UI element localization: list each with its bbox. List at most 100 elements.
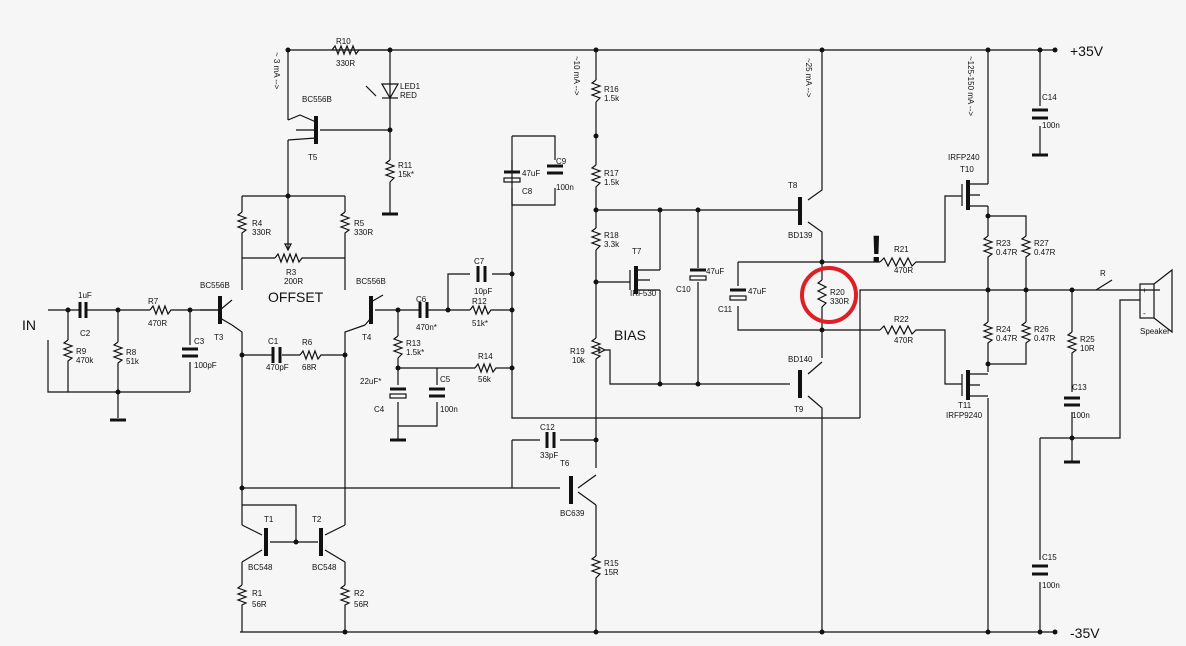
label-capacitors-c14-value: 100n bbox=[1042, 121, 1060, 130]
capacitor-c8 bbox=[503, 170, 521, 183]
label-resistors-r16-name: R16 bbox=[604, 85, 619, 94]
label-transistors-t8-name: T8 bbox=[788, 181, 798, 190]
label-resistors-r11-name: R11 bbox=[398, 161, 413, 170]
label-capacitors-c10-name: C10 bbox=[676, 285, 691, 294]
label-resistors-r2-name: R2 bbox=[354, 589, 365, 598]
label-resistors-r1-name: R1 bbox=[252, 589, 263, 598]
label-resistors-r26-value: 0.47R bbox=[1034, 334, 1056, 343]
label-resistors-r18-value: 3.3k bbox=[604, 240, 620, 249]
input-label: IN bbox=[22, 317, 36, 333]
resistor-r11 bbox=[384, 159, 396, 183]
resistor-r18 bbox=[590, 227, 602, 251]
current-output: ~125-150 mA --> bbox=[966, 56, 975, 116]
warning-mark: ! bbox=[870, 229, 883, 271]
resistor-r19 bbox=[590, 337, 602, 362]
label-resistors-r6-value: 68R bbox=[302, 363, 317, 372]
label-capacitors-c9-name: C9 bbox=[556, 157, 567, 166]
label-resistors-r14-value: 56k bbox=[478, 375, 492, 384]
label-capacitors-c6-name: C6 bbox=[416, 295, 427, 304]
resistor-r7 bbox=[149, 304, 172, 316]
capacitor-c2 bbox=[70, 302, 95, 318]
label-resistors-r7-name: R7 bbox=[148, 297, 159, 306]
resistor-r21 bbox=[879, 256, 920, 268]
label-transistors-t2-part: BC548 bbox=[312, 563, 337, 572]
label-resistors-r21-name: R21 bbox=[894, 245, 909, 254]
resistor-r6 bbox=[299, 349, 322, 361]
label-resistors-r24-name: R24 bbox=[996, 325, 1011, 334]
label-resistors-r15-value: 15R bbox=[604, 568, 619, 577]
resistor-r2 bbox=[339, 584, 351, 608]
label-capacitors-c5-name: C5 bbox=[440, 375, 451, 384]
label-resistors-r17-name: R17 bbox=[604, 169, 619, 178]
label-capacitors-c6-value: 470n* bbox=[416, 323, 437, 332]
resistor-r24 bbox=[982, 321, 994, 344]
label-led-name: LED1 bbox=[400, 82, 421, 91]
label-resistors-r3-value: 200R bbox=[284, 277, 303, 286]
label-resistors-r13-value: 1.5k* bbox=[406, 348, 424, 357]
label-transistors-t6-name: T6 bbox=[560, 459, 570, 468]
junctions bbox=[65, 47, 1075, 635]
label-transistors-t8-part: BD139 bbox=[788, 231, 813, 240]
label-transistors-t7-part: IRF530 bbox=[630, 289, 657, 298]
resistor-r22 bbox=[879, 324, 920, 336]
transistor-t11 bbox=[961, 370, 988, 400]
resistor-r8 bbox=[112, 341, 124, 364]
resistor-r25 bbox=[1066, 331, 1078, 354]
label-capacitors-c11-value: 47uF bbox=[748, 287, 766, 296]
label-capacitors-c14-name: C14 bbox=[1042, 93, 1057, 102]
speaker-icon bbox=[1139, 268, 1173, 334]
resistor-r13 bbox=[392, 335, 404, 359]
label-resistors-r23-value: 0.47R bbox=[996, 248, 1018, 257]
transistor-t7 bbox=[629, 266, 660, 294]
ground-symbols bbox=[110, 153, 1080, 464]
label-resistors-r2-value: 56R bbox=[354, 600, 369, 609]
label-capacitors-c2-value: 1uF bbox=[78, 291, 92, 300]
label-resistors-r10-value: 330R bbox=[336, 59, 355, 68]
resistor-r4 bbox=[236, 211, 248, 240]
resistor-r17 bbox=[590, 164, 602, 188]
resistor-r20 bbox=[816, 279, 828, 312]
label-resistors-r12-name: R12 bbox=[472, 297, 487, 306]
label-transistors-t11-name: T11 bbox=[958, 401, 972, 410]
positive-rail-label: +35V bbox=[1070, 43, 1104, 59]
label-resistors-r16-value: 1.5k bbox=[604, 94, 620, 103]
resistor-r14 bbox=[474, 362, 497, 374]
resistor-r5 bbox=[339, 211, 351, 240]
label-resistors-r9-value: 470k bbox=[76, 356, 94, 365]
offset-label: OFFSET bbox=[268, 289, 324, 305]
label-capacitors-c9-value: 100n bbox=[556, 183, 574, 192]
label-resistors-r18-name: R18 bbox=[604, 231, 619, 240]
transistor-t10 bbox=[961, 180, 989, 212]
label-resistors-r15-name: R15 bbox=[604, 559, 619, 568]
capacitor-c9 bbox=[547, 164, 563, 175]
resistors bbox=[62, 44, 1078, 608]
capacitor-c11 bbox=[729, 288, 747, 301]
label-resistors-r3-name: R3 bbox=[286, 268, 297, 277]
label-capacitors-c10-value: 47uF bbox=[706, 267, 724, 276]
resistor-r9 bbox=[62, 339, 74, 362]
capacitor-c6 bbox=[412, 302, 435, 318]
resistor-r26 bbox=[1020, 321, 1032, 344]
resistor-r27 bbox=[1020, 235, 1032, 258]
current-vas: ~10 mA --> bbox=[572, 56, 581, 96]
current-annotations: ~ 3 mA --> ~10 mA --> ~25 mA --> ~125-15… bbox=[272, 52, 975, 116]
label-capacitors-c15-value: 100n bbox=[1042, 581, 1060, 590]
resistor-r12 bbox=[469, 304, 492, 316]
label-capacitors-c12-name: C12 bbox=[540, 423, 555, 432]
capacitor-c10 bbox=[689, 268, 707, 281]
capacitor-c4 bbox=[389, 387, 407, 399]
transistors bbox=[200, 114, 989, 556]
capacitor-c1 bbox=[271, 347, 282, 363]
label-capacitors-c8-value: 47uF bbox=[522, 169, 540, 178]
label-transistors-t3-name: T3 bbox=[214, 333, 224, 342]
label-capacitors-c4-value: 22uF* bbox=[360, 377, 381, 386]
resistor-r10 bbox=[331, 44, 367, 56]
label-resistors-r25-name: R25 bbox=[1080, 335, 1095, 344]
label-transistors-t5-part: BC556B bbox=[302, 95, 332, 104]
label-speaker-minus: - bbox=[1143, 309, 1146, 318]
label-resistors-r5-name: R5 bbox=[354, 219, 365, 228]
capacitor-c13 bbox=[1064, 396, 1080, 407]
label-resistors-r20-value: 330R bbox=[830, 297, 849, 306]
speaker-switch bbox=[1095, 279, 1113, 291]
label-resistors-r8-name: R8 bbox=[126, 348, 137, 357]
